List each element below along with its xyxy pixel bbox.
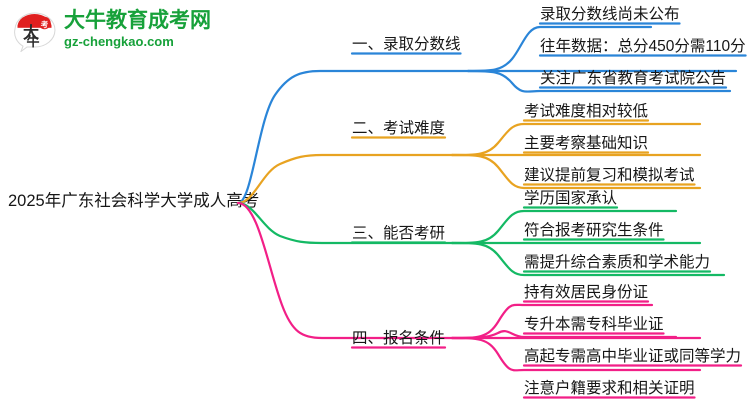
leaf-label[interactable]: 符合报考研究生条件 [524,222,664,239]
daniu-seal-icon: 大 牛 考 [14,12,56,52]
leaf-label[interactable]: 录取分数线尚未公布 [540,6,680,23]
logo-text: 大牛教育成考网 gz-chengkao.com [64,8,211,50]
leaf-label[interactable]: 关注广东省教育考试院公告 [540,70,727,87]
leaf-label[interactable]: 注意户籍要求和相关证明 [524,380,695,397]
leaf-label[interactable]: 建议提前复习和模拟考试 [524,167,695,184]
branch-label-2[interactable]: 二、考试难度 [352,120,446,137]
connector-branch-1 [236,25,738,205]
svg-text:考: 考 [41,19,49,29]
leaf-label[interactable]: 专升本需专科毕业证 [524,316,664,333]
branch-label-1[interactable]: 一、录取分数线 [352,36,461,53]
leaf-label[interactable]: 需提升综合素质和学术能力 [524,254,711,271]
logo-domain: gz-chengkao.com [64,34,174,49]
logo-title: 大牛教育成考网 [64,9,211,32]
connector-branch-3 [236,201,726,277]
leaf-label[interactable]: 考试难度相对较低 [524,103,649,120]
connector-branch-4 [236,201,702,372]
branch-label-3[interactable]: 三、能否考研 [352,225,446,242]
leaf-label[interactable]: 持有效居民身份证 [524,284,649,301]
connector-branch-2 [236,122,702,205]
site-logo: 大 牛 考 大牛教育成考网 gz-chengkao.com [12,6,211,56]
mindmap-root-label: 2025年广东社会科学大学成人高考 [8,192,260,210]
branch-label-4[interactable]: 四、报名条件 [352,330,446,347]
leaf-label[interactable]: 学历国家承认 [524,190,618,207]
svg-text:大: 大 [23,23,39,42]
leaf-label[interactable]: 高起专需高中毕业证或同等学力 [524,348,742,365]
svg-text:牛: 牛 [26,34,39,49]
leaf-label[interactable]: 往年数据：总分450分需110分 [540,38,746,55]
leaf-label[interactable]: 主要考察基础知识 [524,135,649,152]
